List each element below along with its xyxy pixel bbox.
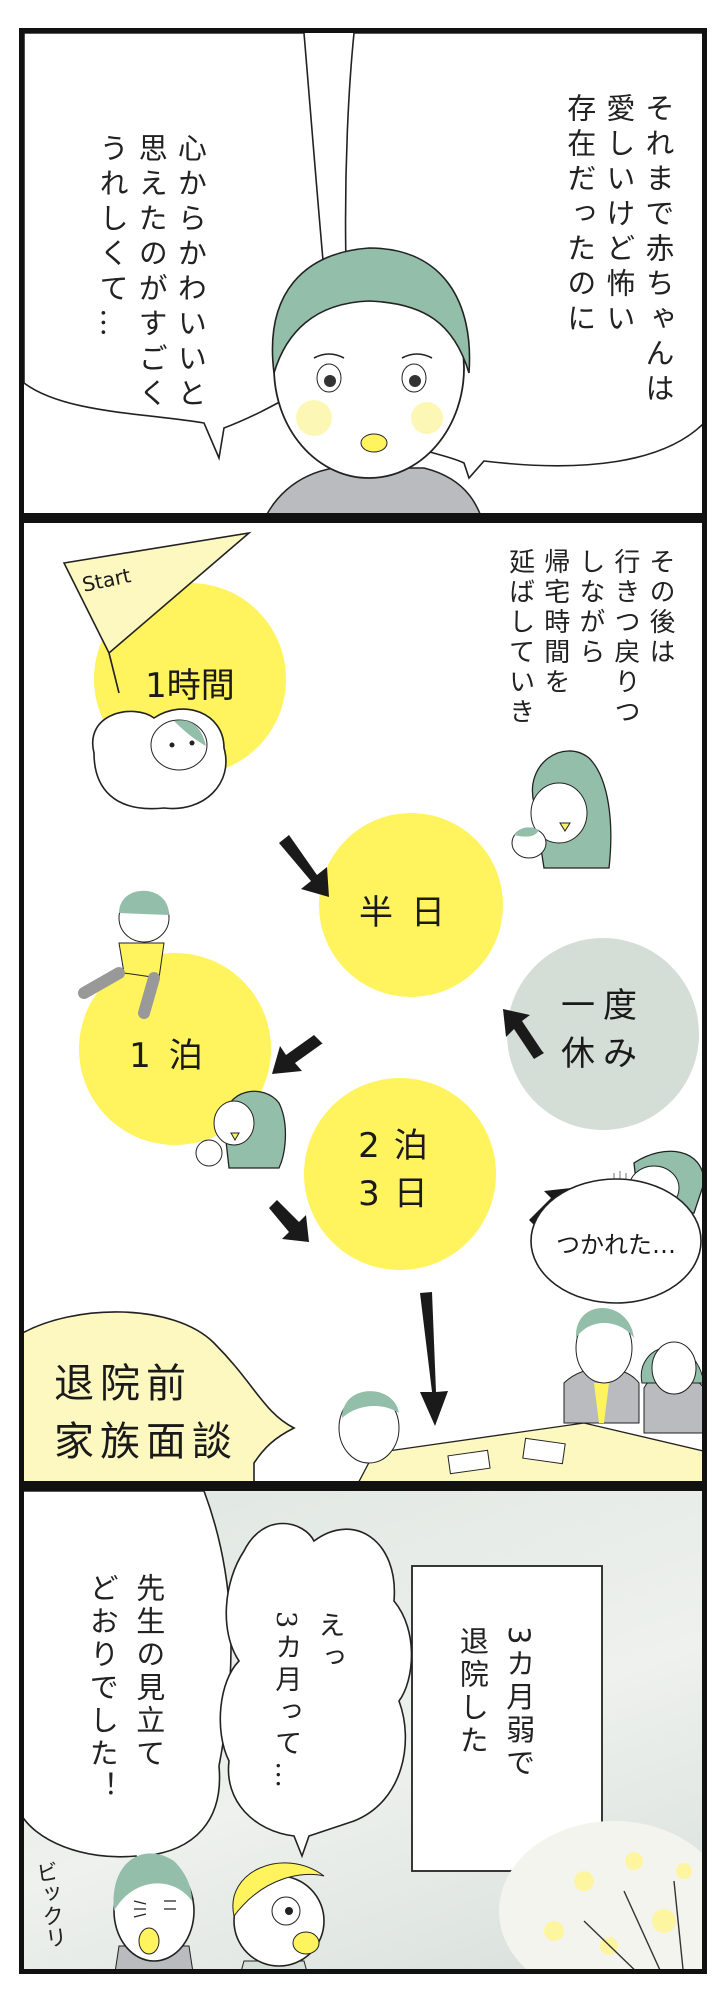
- narration-line: 行きつ戻りつ: [609, 548, 640, 728]
- step-label-line: 2泊: [358, 1126, 442, 1166]
- baby-in-blanket: [91, 708, 227, 810]
- mother-shocked: [232, 1862, 325, 1969]
- arrow-down-right-icon: [279, 835, 329, 897]
- step-label-two-nights: 2泊 3日: [304, 1123, 496, 1218]
- step-label-line: 3日: [358, 1173, 442, 1214]
- doctor-line: 先生の見立て: [131, 1573, 166, 1771]
- step-label-rest: 一度 休み: [507, 983, 699, 1078]
- left-bubble-line: うれしくて…: [95, 133, 130, 343]
- mother-holding-baby: [511, 750, 612, 869]
- meeting-line: 家族面談: [54, 1419, 238, 1465]
- panel-3-artwork: [24, 1491, 702, 1969]
- family-meeting-scene: [338, 1308, 702, 1481]
- panel-1: それまで赤ちゃんは 愛しいけど怖い 存在だったのに 心からかわいいと 思えたのが…: [19, 28, 707, 518]
- caption-box: [411, 1565, 603, 1872]
- tired-bubble-text: つかれた…: [556, 1231, 676, 1259]
- meeting-bubble: [24, 1311, 296, 1481]
- cherry-blossom-tree: [499, 1821, 702, 1969]
- step-label-half-day: 半日: [359, 893, 463, 933]
- caption-text: 3カ月弱で 退院した: [449, 1626, 542, 1780]
- right-bubble-text: それまで赤ちゃんは 愛しいけど怖い 存在だったのに: [560, 93, 677, 408]
- surprise-bubble-text: えっ 3カ月って…: [264, 1611, 350, 1793]
- doctor-line: どおりでした！: [85, 1573, 120, 1804]
- step-label-line: 休み: [561, 1033, 645, 1074]
- surprise-line: えっ: [313, 1611, 345, 1675]
- narration-line: 延ばしていき: [504, 548, 535, 728]
- step-label-one-night: 1泊: [129, 1036, 221, 1076]
- mother-hugging-child: [195, 1090, 287, 1169]
- woman-character: [266, 247, 481, 513]
- arrow-right-down-icon: [269, 1200, 309, 1242]
- caption-line: 3カ月弱で: [501, 1626, 536, 1781]
- narration-line: その後は: [645, 548, 675, 668]
- right-bubble-line: 存在だったのに: [562, 93, 597, 338]
- doctor-bubble-text: 先生の見立て どおりでした！: [79, 1573, 172, 1804]
- right-bubble-line: 愛しいけど怖い: [601, 93, 636, 338]
- meeting-bubble-text: 退院前 家族面談: [54, 1355, 238, 1471]
- caption-line: 退院した: [455, 1626, 490, 1758]
- right-bubble-line: それまで赤ちゃんは: [641, 93, 675, 408]
- step-circle-half-day: [319, 813, 503, 997]
- surprise-line: 3カ月って…: [270, 1611, 302, 1794]
- step-label-line: 一度: [561, 986, 645, 1026]
- left-bubble-line: 思えたのがすごく: [134, 133, 169, 413]
- step-circle-two-nights: [304, 1078, 496, 1270]
- start-flag-icon: [62, 531, 252, 694]
- father-startled: [113, 1853, 195, 1969]
- left-bubble-line: 心からかわいいと: [173, 133, 208, 413]
- narration-line: しながら: [574, 548, 605, 668]
- arrow-down-icon: [420, 1292, 448, 1426]
- panel-1-artwork: [24, 33, 702, 513]
- panel-2: その後は 行きつ戻りつ しながら 帰宅時間を 延ばしていき Start 1時間 …: [19, 518, 707, 1486]
- panel-3: 3カ月弱で 退院した えっ 3カ月って… 先生の見立て どおりでした！ ビックリ: [19, 1486, 707, 1974]
- tired-speech-bubble: [530, 1178, 702, 1304]
- surprise-cloud-bubble: [219, 1522, 413, 1859]
- left-bubble-text: 心からかわいいと 思えたのがすごく うれしくて…: [92, 133, 209, 413]
- panel-2-artwork: [24, 531, 702, 1481]
- narration-line: 帰宅時間を: [539, 548, 570, 698]
- arrow-down-left-icon: [272, 1035, 323, 1074]
- meeting-line: 退院前: [54, 1361, 192, 1407]
- narration-text: その後は 行きつ戻りつ しながら 帰宅時間を 延ばしていき: [502, 548, 677, 728]
- step-label-one-hour: 1時間: [145, 666, 235, 706]
- step-circle-rest: [507, 938, 699, 1130]
- toddler-character: [78, 890, 170, 1019]
- arrow-up-left-icon: [503, 1009, 544, 1059]
